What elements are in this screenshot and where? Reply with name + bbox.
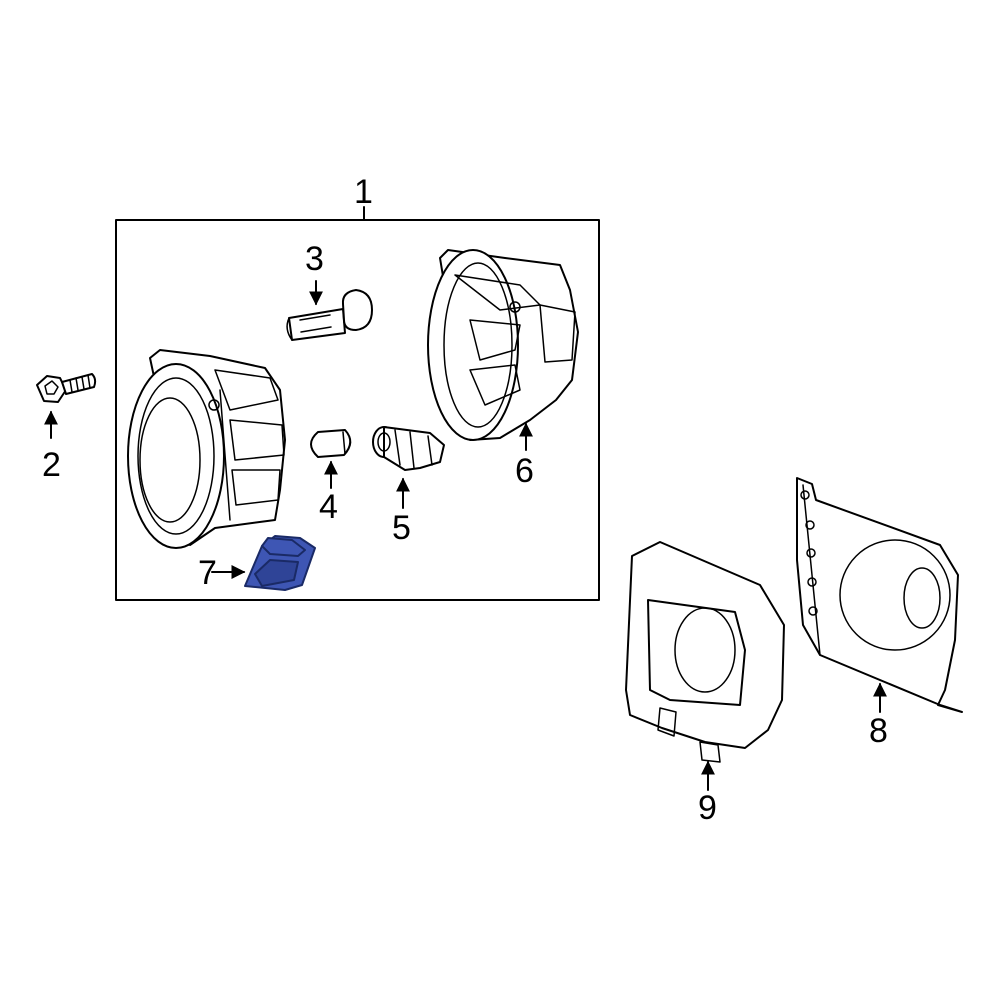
callout-8[interactable]: 8 — [869, 712, 888, 750]
callout-4[interactable]: 4 — [319, 488, 338, 526]
callout-1[interactable]: 1 — [354, 173, 373, 211]
callout-2[interactable]: 2 — [42, 446, 61, 484]
assembly-box — [115, 206, 600, 601]
bolt-part-2[interactable] — [36, 373, 97, 439]
callout-6[interactable]: 6 — [515, 452, 534, 490]
module-part-7[interactable] — [211, 535, 316, 591]
bezel-part-9[interactable] — [625, 541, 785, 791]
bracket-part-6[interactable] — [427, 249, 579, 451]
callout-3[interactable]: 3 — [305, 240, 324, 278]
small-bulb-part-4[interactable] — [310, 429, 352, 489]
callout-9[interactable]: 9 — [698, 789, 717, 827]
callout-7[interactable]: 7 — [198, 554, 217, 592]
bumper-cover-part-8[interactable] — [796, 477, 963, 713]
bulb-part-3[interactable] — [286, 280, 373, 341]
socket-part-5[interactable] — [372, 426, 445, 509]
fog-lamp-housing[interactable] — [127, 349, 286, 549]
callout-5[interactable]: 5 — [392, 509, 411, 547]
